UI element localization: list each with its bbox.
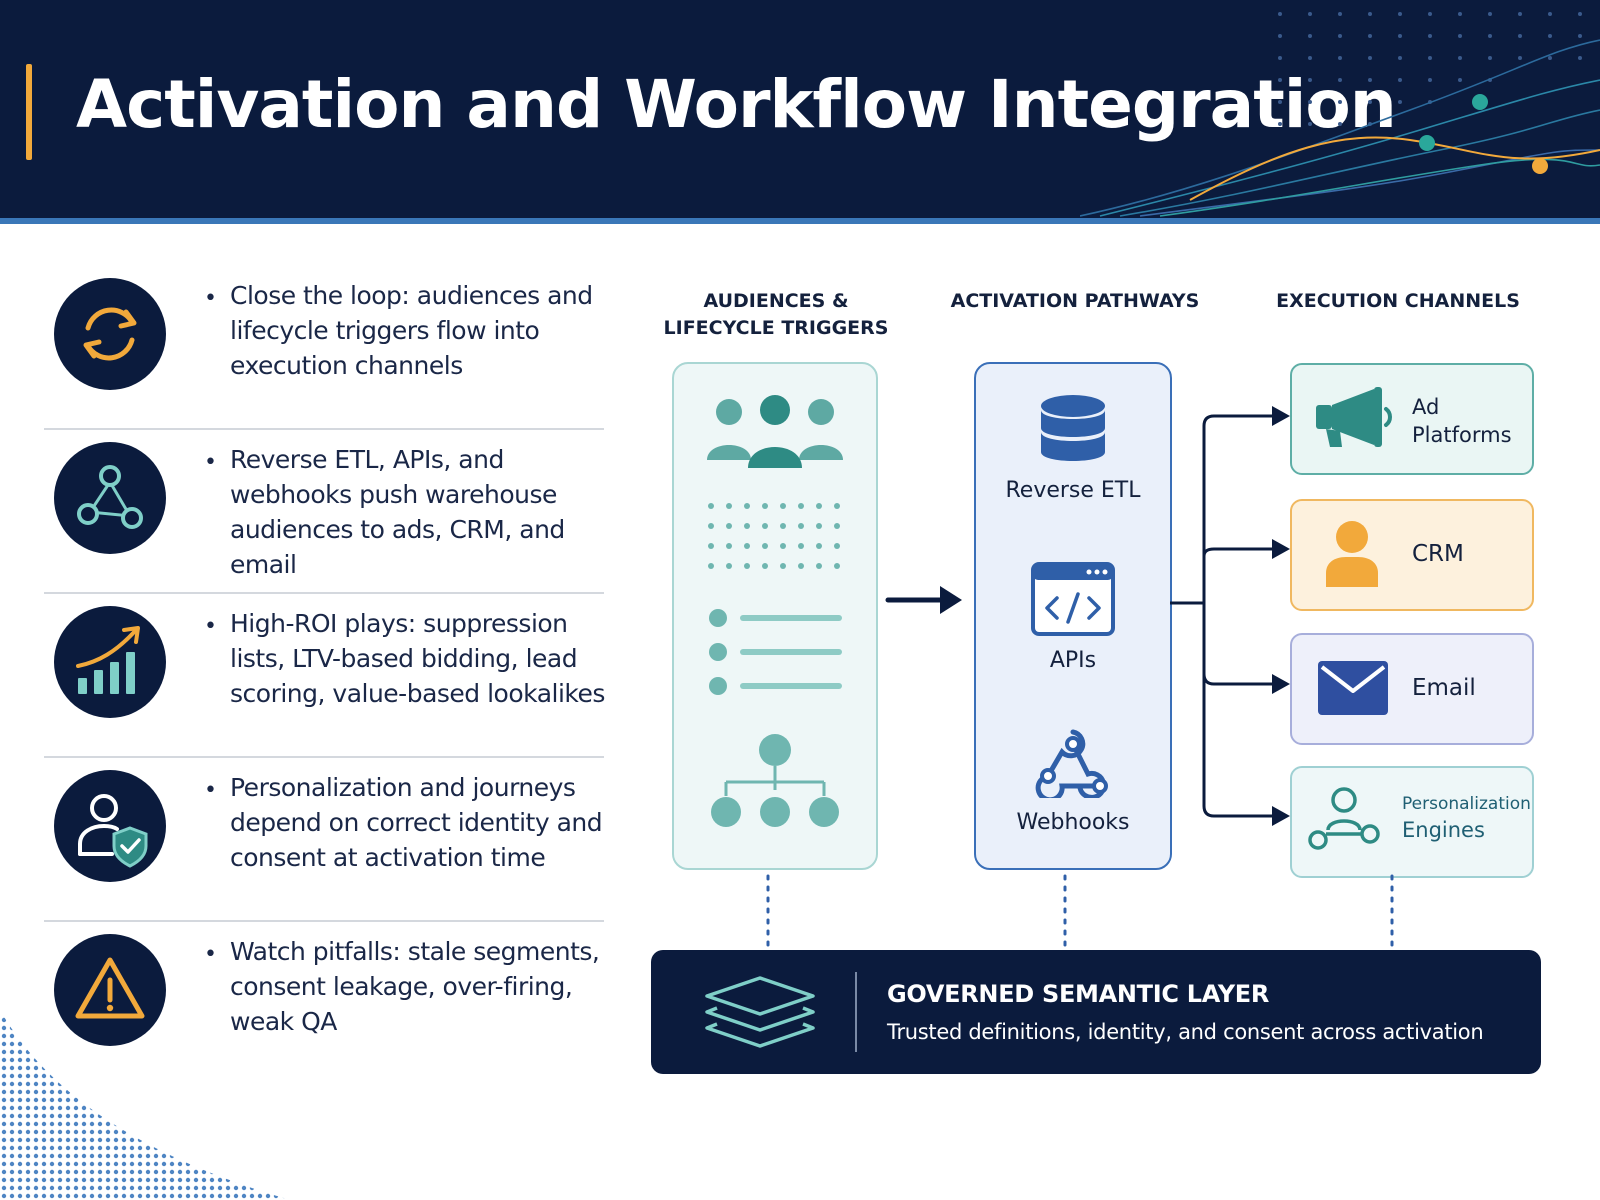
dot-grid-icon [708, 503, 840, 569]
channel-label-engines: Engines [1402, 818, 1485, 842]
row-divider [44, 756, 604, 758]
pathway-label-reverse-etl: Reverse ETL [1005, 478, 1141, 503]
channel-label-crm: CRM [1412, 541, 1464, 567]
personalization-nodes-icon [1308, 787, 1380, 850]
bullet-text: High-ROI plays: suppression lists, LTV-b… [230, 609, 605, 708]
bullet-row-close-loop: • Close the loop: audiences and lifecycl… [44, 268, 604, 430]
semantic-layer-title: GOVERNED SEMANTIC LAYER [887, 980, 1270, 1008]
warning-triangle-icon [54, 934, 166, 1046]
webhook-icon [1035, 729, 1108, 798]
governed-semantic-layer-bar: GOVERNED SEMANTIC LAYER Trusted definiti… [651, 950, 1541, 1074]
bullet-text: Reverse ETL, APIs, and webhooks push war… [230, 445, 565, 579]
envelope-icon [1318, 661, 1388, 715]
bullet-marker: • [204, 614, 217, 639]
semantic-layer-subtitle: Trusted definitions, identity, and conse… [887, 1020, 1484, 1044]
bullet-text: Personalization and journeys depend on c… [230, 773, 603, 872]
channel-card-crm: CRM [1290, 499, 1534, 611]
bullet-marker: • [204, 942, 217, 967]
page-title: Activation and Workflow Integration [76, 66, 1397, 143]
audience-illustrations [707, 395, 843, 827]
pathway-label-webhooks: Webhooks [1016, 810, 1130, 835]
column-header-channels: EXECUTION CHANNELS [1276, 290, 1520, 312]
row-divider [44, 428, 604, 430]
bullet-row-personalization: • Personalization and journeys depend on… [44, 760, 604, 922]
column-header-pathways: ACTIVATION PATHWAYS [950, 290, 1200, 312]
bullet-text: Close the loop: audiences and lifecycle … [230, 281, 593, 380]
channel-label-personalization: Personalization [1402, 794, 1531, 814]
semantic-layer-dotted-connectors [766, 874, 1394, 950]
people-group-icon [707, 395, 843, 468]
channel-branch-connectors [1170, 406, 1290, 826]
code-window-icon [1031, 562, 1115, 636]
semantic-layer-divider [855, 972, 857, 1052]
bullet-text: Watch pitfalls: stale segments, consent … [230, 937, 600, 1036]
growth-chart-icon [54, 606, 166, 718]
audiences-panel [672, 362, 878, 870]
pathway-label-apis: APIs [1049, 648, 1097, 673]
header-wave-decoration [1080, 12, 1600, 217]
refresh-cycle-icon [54, 278, 166, 390]
header-banner: Activation and Workflow Integration [0, 0, 1600, 224]
channel-label-line: Platforms [1412, 423, 1512, 447]
channel-label-line: Ad [1412, 395, 1440, 419]
row-divider [44, 592, 604, 594]
channel-card-email: Email [1290, 633, 1534, 745]
list-lines-icon [709, 609, 842, 695]
bullet-marker: • [204, 778, 217, 803]
title-accent-bar [26, 64, 32, 160]
channel-label-ad-platforms: Ad Platforms [1412, 393, 1512, 449]
database-icon [1041, 395, 1105, 461]
channel-label-email: Email [1412, 675, 1476, 701]
megaphone-icon [1316, 387, 1392, 447]
user-shield-icon [54, 770, 166, 882]
channel-card-ad-platforms: Ad Platforms [1290, 363, 1534, 475]
corner-dot-wave-decoration [0, 1010, 290, 1200]
bullet-marker: • [204, 286, 217, 311]
column-header-audiences: AUDIENCES & LIFECYCLE TRIGGERS [663, 290, 889, 339]
channel-card-personalization-engines: Personalization Engines [1290, 766, 1534, 878]
bullet-row-pitfalls: • Watch pitfalls: stale segments, consen… [44, 924, 604, 1086]
network-nodes-icon [54, 442, 166, 554]
bullet-row-high-roi: • High-ROI plays: suppression lists, LTV… [44, 596, 605, 758]
bullet-marker: • [204, 450, 217, 475]
person-icon [1326, 521, 1378, 587]
activation-pathways-panel: Reverse ETL APIs Webhooks [974, 362, 1172, 870]
bullet-row-reverse-etl: • Reverse ETL, APIs, and webhooks push w… [44, 432, 604, 594]
flow-arrow-right [885, 586, 962, 614]
row-divider [44, 920, 604, 922]
layers-stack-icon [705, 976, 815, 1048]
hierarchy-tree-icon [711, 734, 839, 827]
